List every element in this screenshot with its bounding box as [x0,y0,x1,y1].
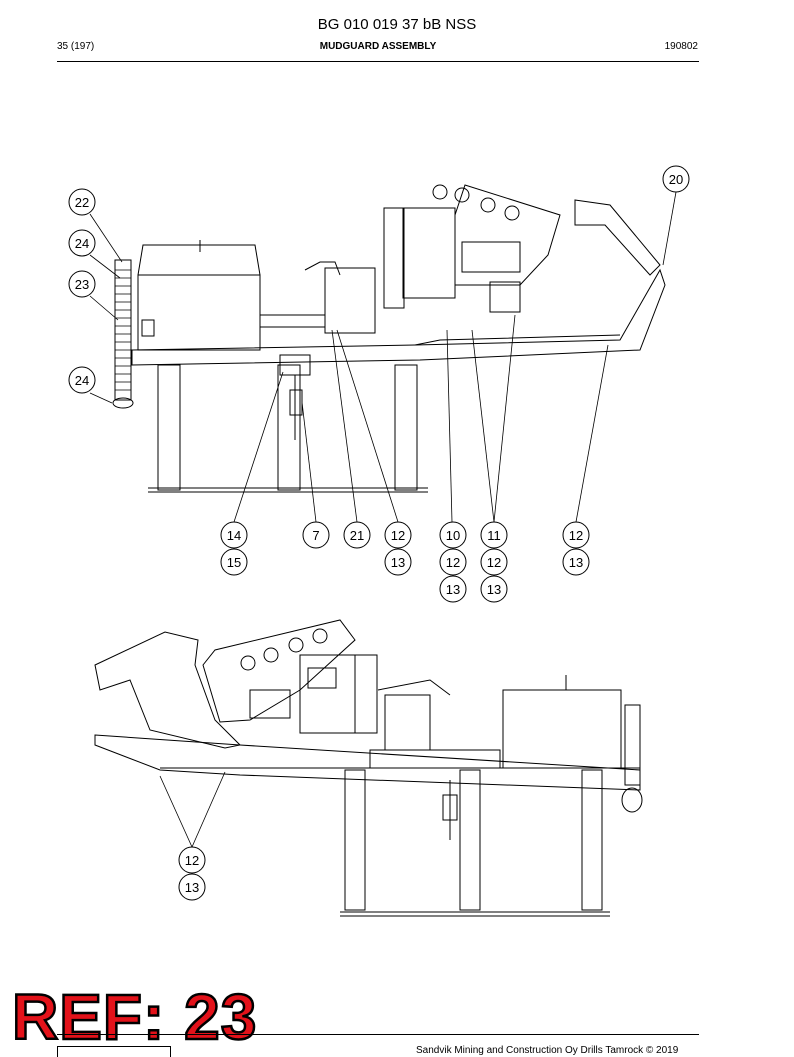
callout-13-a: 13 [384,548,412,576]
svg-text:23: 23 [75,277,89,292]
svg-text:24: 24 [75,373,89,388]
callout-24-top: 24 [68,229,96,257]
svg-text:12: 12 [569,528,583,543]
reference-label: REF: 23 [11,981,258,1053]
callout-20: 20 [662,165,690,193]
svg-text:10: 10 [446,528,460,543]
callout-21: 21 [343,521,371,549]
callout-10: 10 [439,521,467,549]
page-number: 35 (197) [57,41,95,52]
svg-text:13: 13 [446,582,460,597]
svg-text:13: 13 [569,555,583,570]
callout-12-b: 12 [439,548,467,576]
callout-13-c: 13 [480,575,508,603]
svg-text:12: 12 [446,555,460,570]
svg-text:24: 24 [75,236,89,251]
bottom-view-drawing [94,619,643,917]
svg-text:22: 22 [75,195,89,210]
callout-14: 14 [220,521,248,549]
svg-text:13: 13 [487,582,501,597]
svg-text:15: 15 [227,555,241,570]
svg-text:12: 12 [185,853,199,868]
brand-logo [57,1046,171,1057]
bottom-view-leaders [159,771,226,848]
callout-15: 15 [220,548,248,576]
section-title: MUDGUARD ASSEMBLY [319,41,437,52]
callout-12-d: 12 [562,521,590,549]
svg-text:13: 13 [391,555,405,570]
header-rule [57,61,699,62]
callout-24-bottom: 24 [68,366,96,394]
callout-12-a: 12 [384,521,412,549]
svg-text:20: 20 [669,172,683,187]
footer-rule [57,1034,699,1035]
callout-13-bottom: 13 [178,873,206,901]
callout-7: 7 [302,521,330,549]
svg-text:12: 12 [487,555,501,570]
copyright-text: Sandvik Mining and Construction Oy Drill… [416,1045,679,1056]
svg-text:7: 7 [312,528,319,543]
top-view-leaders [89,191,677,523]
callout-22: 22 [68,188,96,216]
svg-text:12: 12 [391,528,405,543]
svg-text:13: 13 [185,880,199,895]
callout-23: 23 [68,270,96,298]
callout-11: 11 [480,521,508,549]
svg-text:11: 11 [487,528,501,543]
callout-13-d: 13 [562,548,590,576]
bottom-view-callouts: 12 13 [178,846,206,901]
revision-code: 190802 [664,41,698,52]
svg-text:21: 21 [350,528,364,543]
document-number: BG 010 019 37 bB NSS [317,16,477,33]
callout-12-bottom: 12 [178,846,206,874]
top-view-callouts: 20 22 24 23 24 14 15 7 21 12 13 10 12 13… [68,165,690,603]
callout-12-c: 12 [480,548,508,576]
top-view-drawing [112,184,666,493]
callout-13-b: 13 [439,575,467,603]
svg-text:14: 14 [227,528,241,543]
